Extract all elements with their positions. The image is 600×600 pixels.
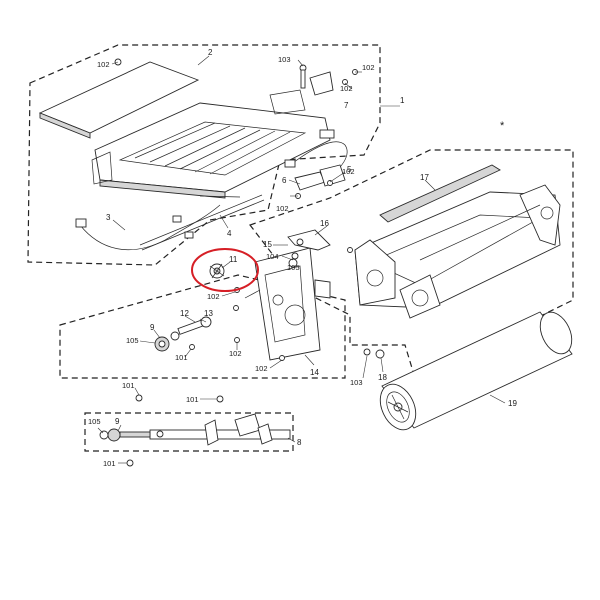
shaft-assembly-part-8	[99, 394, 291, 467]
drum-part-19	[379, 311, 573, 431]
callout-9a: 9	[150, 323, 155, 332]
housing-assembly	[354, 164, 561, 319]
screw-103	[363, 348, 371, 356]
bracket-part-16	[287, 229, 331, 251]
callout-104: 104	[266, 252, 279, 261]
seal-strip-part-17	[379, 164, 501, 223]
callout-102f: 102	[229, 349, 242, 358]
callout-labels: 1 2 3 4 5 6 7 8 9 9 11 12 13 14 15 16 17…	[88, 48, 517, 468]
assembly-boundary-shaft	[84, 412, 294, 452]
callout-101a: 101	[175, 353, 188, 362]
callout-3: 3	[106, 213, 111, 222]
callout-101c: 101	[186, 395, 199, 404]
callout-102g: 102	[255, 364, 268, 373]
gear-part-11	[209, 263, 225, 279]
callout-102d: 102	[276, 204, 289, 213]
callout-101d: 101	[103, 459, 116, 468]
callout-2: 2	[208, 48, 213, 57]
callout-5: 5	[347, 165, 352, 174]
callout-105b: 105	[88, 417, 101, 426]
callout-7: 7	[344, 101, 349, 110]
callout-asterisk: *	[500, 120, 505, 132]
gear-cluster	[154, 316, 285, 361]
screw-104	[288, 258, 298, 268]
upper-cover-assembly	[38, 58, 358, 251]
callout-8: 8	[297, 438, 302, 447]
callout-102a: 102	[97, 60, 110, 69]
upper-frame	[94, 102, 331, 193]
callout-105a: 105	[126, 336, 139, 345]
callout-9b: 9	[115, 417, 120, 426]
callout-11: 11	[229, 255, 238, 264]
callout-102c: 102	[342, 167, 355, 176]
callout-101b: 101	[122, 381, 135, 390]
bushing-18	[375, 349, 385, 359]
callout-105c: 105	[287, 263, 300, 272]
callout-17: 17	[420, 173, 429, 182]
callout-102e: 102	[207, 292, 220, 301]
side-plate-part-14	[254, 247, 321, 361]
leader-lines	[97, 55, 506, 464]
callout-102b: 102	[362, 63, 375, 72]
callout-102h: 102	[340, 84, 353, 93]
callout-1: 1	[400, 96, 405, 105]
side-plate-assembly	[209, 229, 353, 361]
assembly-boundary-lower	[59, 274, 346, 379]
callout-18: 18	[378, 373, 387, 382]
callout-4: 4	[227, 229, 232, 238]
callout-103a: 103	[278, 55, 291, 64]
callout-15: 15	[263, 240, 272, 249]
callout-13: 13	[204, 309, 213, 318]
callout-19: 19	[508, 399, 517, 408]
callout-14: 14	[310, 368, 319, 377]
callout-16: 16	[320, 219, 329, 228]
callout-103b: 103	[350, 378, 363, 387]
highlight-circle	[191, 248, 259, 292]
callout-12: 12	[180, 309, 189, 318]
callout-6: 6	[282, 176, 287, 185]
